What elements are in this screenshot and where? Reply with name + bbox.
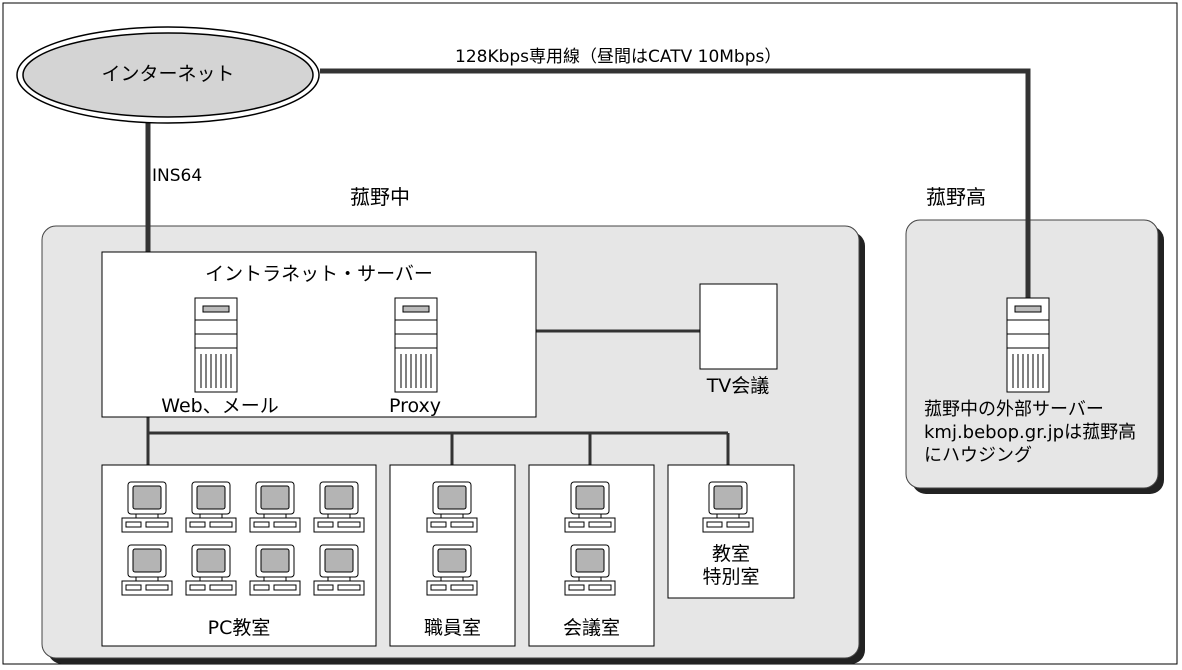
tv-conference-label: TV会議 bbox=[706, 375, 770, 397]
room-label-staff: 職員室 bbox=[423, 617, 481, 639]
external-server-icon bbox=[1006, 297, 1050, 393]
pc-icon bbox=[313, 481, 365, 533]
pc-icon bbox=[564, 544, 616, 596]
internet-label: インターネット bbox=[101, 63, 235, 85]
pc-icon bbox=[185, 481, 237, 533]
intranet-server-label: イントラネット・サーバー bbox=[205, 263, 433, 285]
pc-icon bbox=[426, 481, 478, 533]
pc-icon bbox=[249, 544, 301, 596]
pc-icon bbox=[185, 544, 237, 596]
pc-icon bbox=[564, 481, 616, 533]
room-label-meeting: 会議室 bbox=[562, 617, 620, 639]
pc-icon bbox=[702, 481, 754, 533]
tv-conference-box bbox=[699, 283, 778, 370]
external-server-caption: 菰野中の外部サーバー kmj.bebop.gr.jpは菰野高 にハウジング bbox=[924, 399, 1137, 466]
school-high-title: 菰野高 bbox=[926, 185, 986, 209]
web-mail-server-icon bbox=[194, 297, 238, 393]
wan-link-line bbox=[320, 68, 1031, 300]
room-label-classroom: 教室 特別室 bbox=[702, 543, 760, 588]
internet-ellipse bbox=[22, 32, 314, 118]
school-mid-title: 菰野中 bbox=[350, 185, 410, 209]
wan-link-label: 128Kbps専用線（昼間はCATV 10Mbps） bbox=[455, 47, 782, 67]
intranet-box bbox=[101, 251, 537, 418]
room-label-pc: PC教室 bbox=[207, 617, 271, 639]
web-mail-server-label: Web、メール bbox=[161, 395, 279, 417]
pc-icon bbox=[121, 544, 173, 596]
proxy-server-label: Proxy bbox=[388, 395, 442, 417]
pc-icon bbox=[249, 481, 301, 533]
proxy-server-icon bbox=[394, 297, 438, 393]
pc-icon bbox=[426, 544, 478, 596]
pc-icon bbox=[313, 544, 365, 596]
isdn-link-label: INS64 bbox=[152, 166, 203, 186]
pc-icon bbox=[121, 481, 173, 533]
